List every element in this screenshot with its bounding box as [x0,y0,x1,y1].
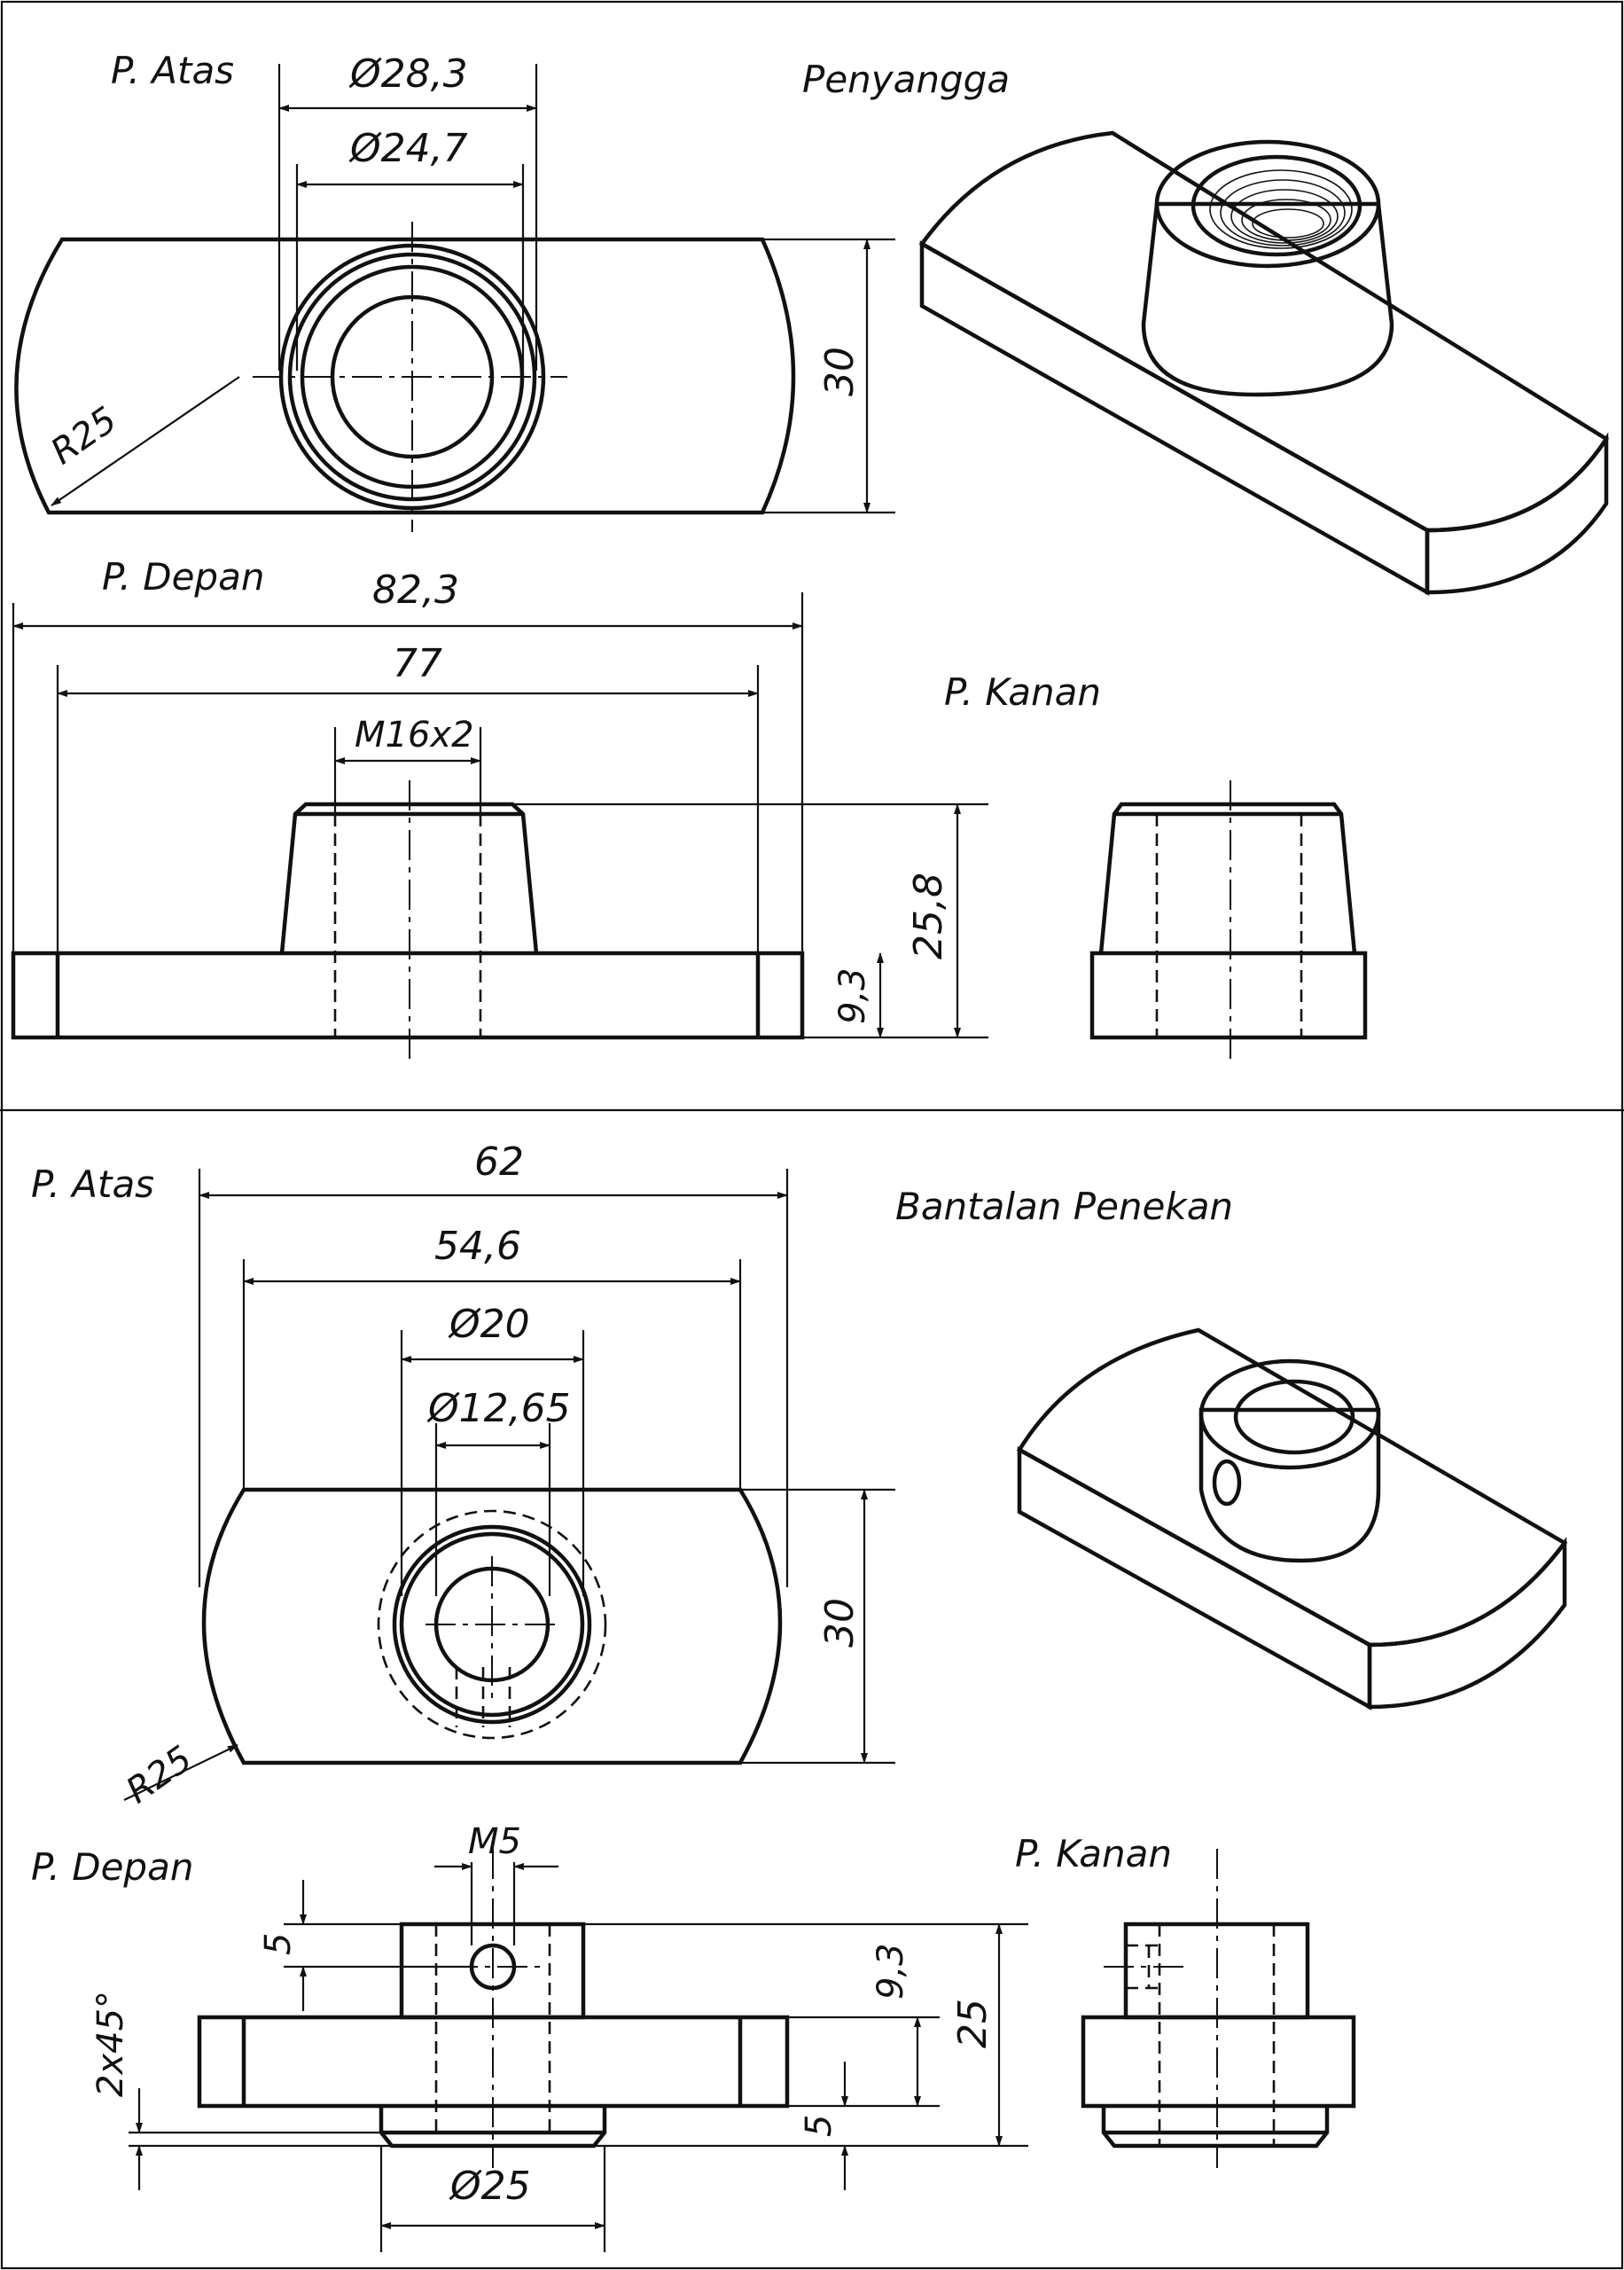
view-label-right-1: P. Kanan [944,670,1101,714]
dim-height-top-1: 30 [817,347,863,396]
dim-dia-25: Ø25 [449,2164,531,2209]
view-label-top-1: P. Atas [111,49,234,92]
penyangga-drawing: P. Atas Penyangga Ø28,3 Ø24,7 R25 [11,49,1610,1060]
part-title-penyangga: Penyangga [802,58,1010,101]
dim-radius-1: R25 [43,399,124,473]
dim-base-h-1: 9,3 [832,967,873,1024]
dim-inner-len-2: 54,6 [434,1224,521,1269]
dim-bottom-h: 5 [799,2115,839,2137]
bantalan-drawing: P. Atas Bantalan Penekan 62 54,6 [31,1139,1568,2252]
dim-thread-2: M5 [468,1821,521,1862]
dim-inner-dia: Ø24,7 [348,126,468,171]
dim-total-h-1: 25,8 [906,873,951,959]
penyangga-right-view: P. Kanan [944,670,1368,1060]
dim-total-h-2: 25 [950,1999,995,2048]
bantalan-top-view: 62 54,6 Ø20 Ø12,65 30 R25 [119,1139,895,1812]
part-title-bantalan: Bantalan Penekan [895,1185,1233,1228]
dim-dia-20: Ø20 [448,1302,530,1347]
view-label-front-1: P. Depan [102,555,264,599]
dim-height-top-2: 30 [817,1598,863,1648]
bantalan-front-view: P. Depan M5 5 [31,1821,1028,2252]
bantalan-iso-view [1016,1327,1568,1710]
penyangga-top-view: Ø28,3 Ø24,7 R25 30 [14,51,895,532]
dim-radius-2: R25 [119,1738,199,1812]
dim-outer-dia: Ø28,3 [348,51,468,97]
dim-thread-1: M16x2 [355,715,474,755]
dim-inner-len-1: 77 [393,641,442,686]
dim-overall-len-2: 62 [474,1139,524,1185]
bantalan-right-view: P. Kanan [1015,1832,1356,2168]
dim-overall-len-1: 82,3 [372,568,459,613]
view-label-right-2: P. Kanan [1015,1832,1172,1875]
penyangga-front-view: P. Depan 82,3 77 M16x2 [11,555,988,1060]
dim-chamfer: 2x45° [90,1991,131,2097]
penyangga-iso-view [918,130,1610,596]
view-label-front-2: P. Depan [31,1845,193,1889]
dim-hole-offset: 5 [258,1933,299,1955]
dim-base-h-2: 9,3 [871,1943,911,2000]
dim-dia-1265: Ø12,65 [426,1386,571,1431]
view-label-top-2: P. Atas [31,1162,154,1206]
